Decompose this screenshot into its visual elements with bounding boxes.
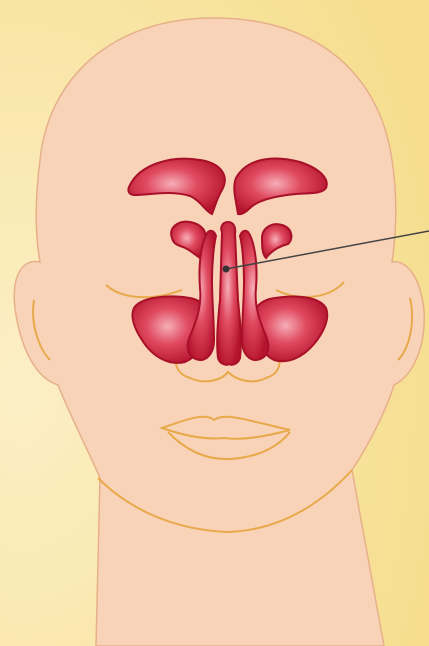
pointer-dot — [223, 266, 230, 273]
